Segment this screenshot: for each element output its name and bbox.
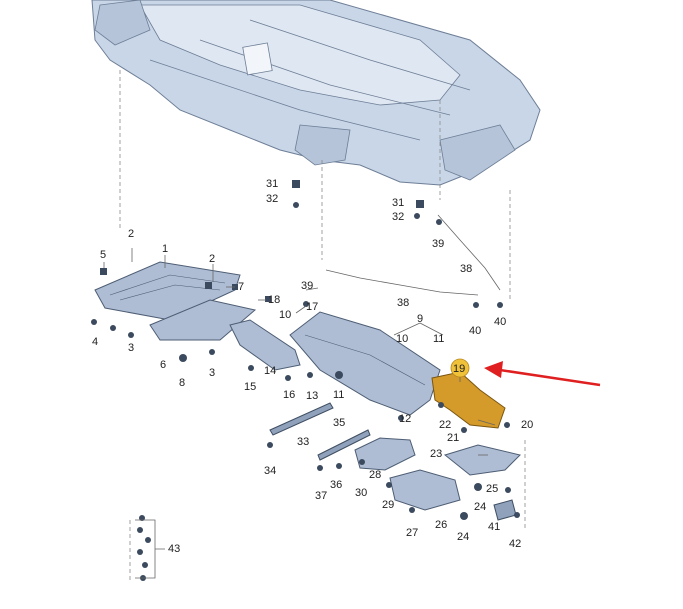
rear-panel-23 <box>443 444 521 476</box>
part-label-7: 7 <box>238 281 244 293</box>
part-label-22: 22 <box>439 419 451 431</box>
part-label-3: 3 <box>209 367 215 379</box>
part-label-39: 39 <box>432 238 444 250</box>
fasteners <box>91 180 520 581</box>
part-label-2: 2 <box>128 228 134 240</box>
part-label-20: 20 <box>521 419 533 431</box>
part-label-27: 27 <box>406 527 418 539</box>
red-pointer-arrow <box>484 361 601 387</box>
part-label-35: 35 <box>333 417 345 429</box>
bracket-41 <box>493 499 517 521</box>
front-skid-plate-26 <box>389 469 461 511</box>
side-trim-14 <box>229 319 301 371</box>
main-underbody-panel <box>289 311 441 416</box>
part-label-37: 37 <box>315 490 327 502</box>
part-label-18: 18 <box>268 294 280 306</box>
part-label-11: 11 <box>333 389 344 401</box>
part-label-21: 21 <box>447 432 459 444</box>
part-label-19: 19 <box>453 363 465 375</box>
part-label-17: 17 <box>306 301 318 313</box>
part-label-10: 10 <box>279 309 291 321</box>
strut-38a <box>325 269 479 296</box>
part-label-40: 40 <box>494 316 506 328</box>
part-label-29: 29 <box>382 499 394 511</box>
part-label-12: 12 <box>399 413 411 425</box>
part-label-16: 16 <box>283 389 295 401</box>
part-label-28: 28 <box>369 469 381 481</box>
part-label-39: 39 <box>301 280 313 292</box>
part-label-14: 14 <box>264 365 276 377</box>
part-label-41: 41 <box>488 521 500 533</box>
part-label-13: 13 <box>306 390 318 402</box>
part-label-34: 34 <box>264 465 276 477</box>
part-label-31: 31 <box>392 197 404 209</box>
part-label-30: 30 <box>355 487 367 499</box>
part-label-26: 26 <box>435 519 447 531</box>
part-label-32: 32 <box>266 193 278 205</box>
part-label-36: 36 <box>330 479 342 491</box>
strut-38b <box>437 214 501 291</box>
part-label-42: 42 <box>509 538 521 550</box>
part-label-23: 23 <box>430 448 442 460</box>
part-label-5: 5 <box>100 249 106 261</box>
part-label-38: 38 <box>397 297 409 309</box>
part-label-32: 32 <box>392 211 404 223</box>
assembly-guides <box>119 70 526 580</box>
part-label-9: 9 <box>417 313 423 325</box>
part-label-33: 33 <box>297 436 309 448</box>
part-label-10: 10 <box>396 333 408 345</box>
part-label-40: 40 <box>469 325 481 337</box>
strip-35 <box>317 429 371 461</box>
part-label-2: 2 <box>209 253 215 265</box>
heat-shield-28 <box>354 437 416 471</box>
leader-lines <box>103 248 496 579</box>
part-label-15: 15 <box>244 381 256 393</box>
part-label-3: 3 <box>128 342 134 354</box>
part-label-31: 31 <box>266 178 278 190</box>
strip-33 <box>269 402 334 436</box>
part-label-24: 24 <box>457 531 469 543</box>
part-label-11: 11 <box>433 333 444 345</box>
part-label-8: 8 <box>179 377 185 389</box>
part-labels: 1 2 2 3 3 4 5 6 7 8 9 10 10 11 11 12 13 … <box>92 178 533 555</box>
part-label-1: 1 <box>162 243 168 255</box>
part-label-25: 25 <box>486 483 498 495</box>
part-label-24: 24 <box>474 501 486 513</box>
highlight-marker-19 <box>450 358 470 378</box>
car-body-underside <box>91 0 541 186</box>
part-label-43: 43 <box>168 543 180 555</box>
part-label-4: 4 <box>92 336 98 348</box>
part-label-6: 6 <box>160 359 166 371</box>
part-label-38: 38 <box>460 263 472 275</box>
